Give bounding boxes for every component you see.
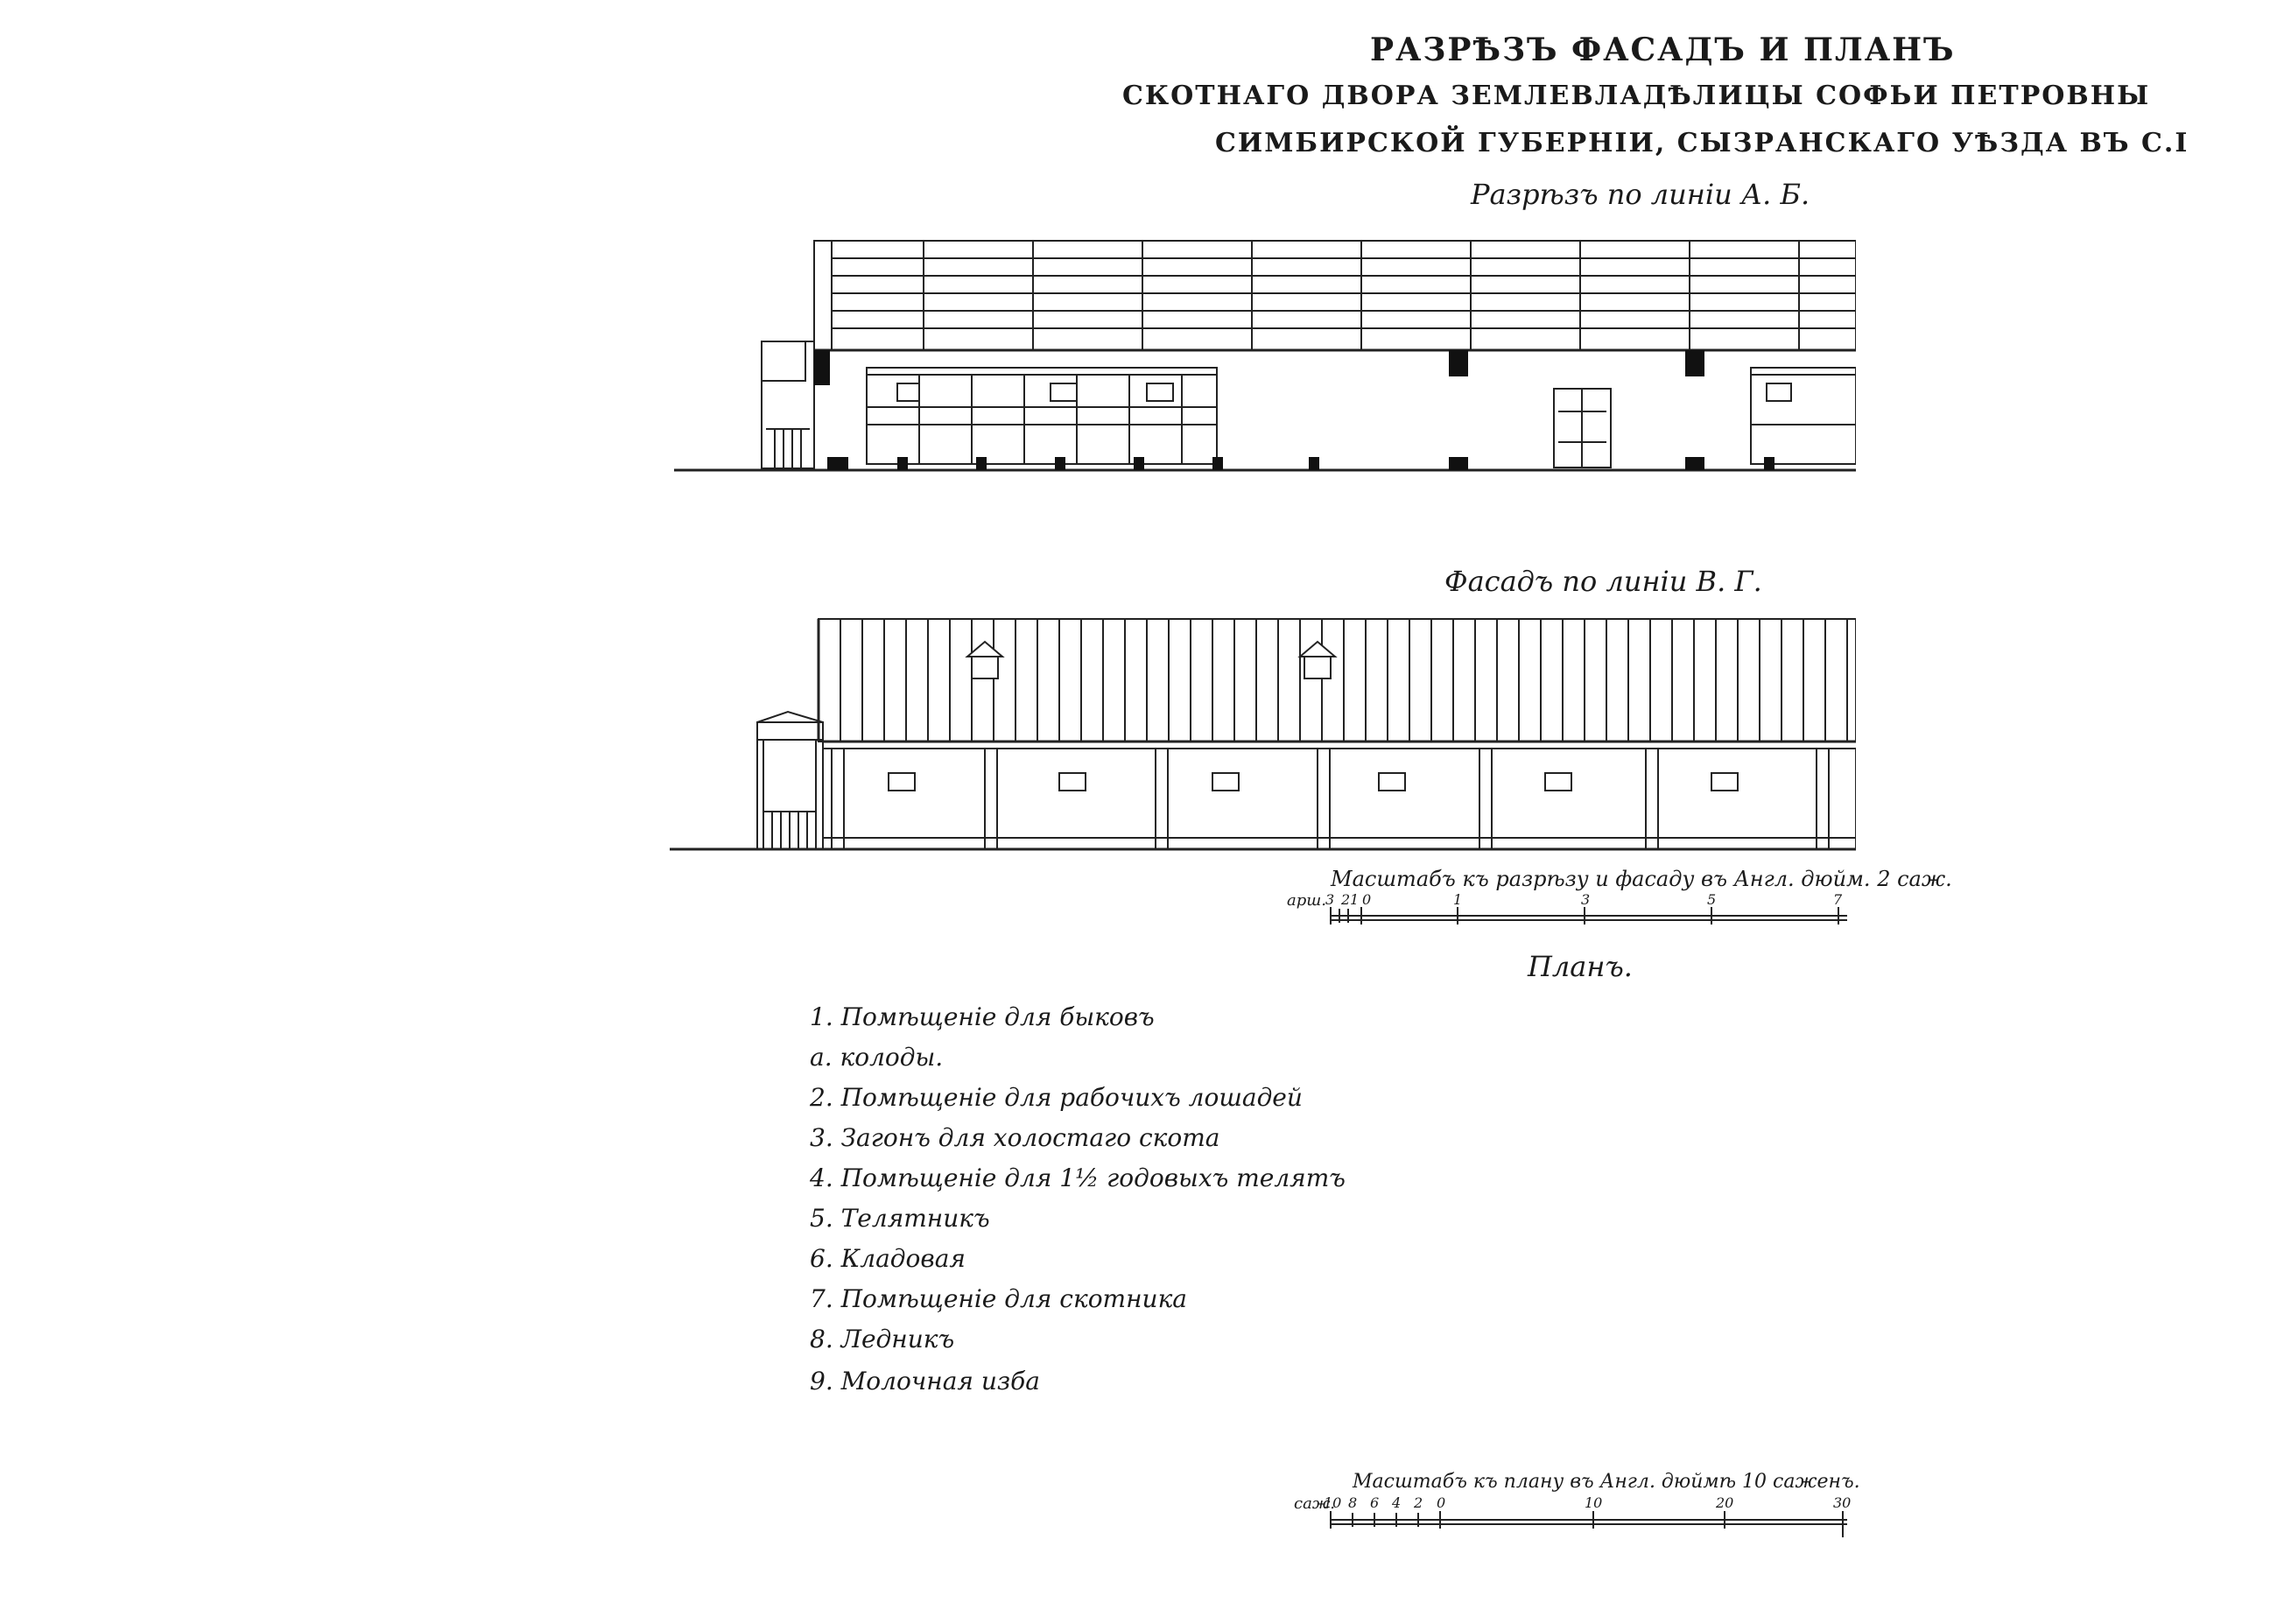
scale1-tick-3: 0 [1362, 891, 1372, 908]
scale2-tick-3: 4 [1392, 1494, 1402, 1511]
scale1-caption: Масштабъ къ разрѣзу и фасаду въ Англ. дю… [1331, 867, 1952, 891]
section-drawing [674, 240, 1856, 472]
legend-item: 8. Ледникъ [810, 1325, 955, 1353]
section-label: Разрѣзъ по линіи А. Б. [1471, 178, 1810, 211]
scale1-tick-1: 2 [1341, 891, 1351, 908]
legend-item: а. колоды. [810, 1043, 944, 1072]
scale1-tick-2: 1 [1350, 891, 1360, 908]
legend-item: 9. Молочная изба [810, 1367, 1040, 1396]
legend-item: 1. Помѣщеніе для быковъ [810, 1002, 1155, 1031]
facade-label: Фасадъ по линіи В. Г. [1444, 565, 1762, 598]
legend-item: 6. Кладовая [810, 1244, 966, 1273]
scale2-bar [1330, 1511, 1847, 1537]
title-line-3: СИМБИРСКОЙ ГУБЕРНІИ, СЫЗРАНСКАГО УѢЗДА В… [1215, 128, 2189, 158]
scale2-unit: саж. [1294, 1494, 1335, 1513]
legend-item: 4. Помѣщеніе для 1½ годовыхъ телятъ [810, 1164, 1346, 1192]
legend-item: 3. Загонъ для холостаго скота [810, 1123, 1220, 1152]
scale2-tick-7: 20 [1716, 1494, 1734, 1511]
scale1-tick-7: 7 [1833, 891, 1843, 908]
facade-drawing [670, 618, 1856, 851]
scale2-tick-2: 6 [1370, 1494, 1380, 1511]
scale2-tick-6: 10 [1585, 1494, 1603, 1511]
scale2-tick-4: 2 [1414, 1494, 1423, 1511]
title-line-1: РАЗРѢЗЪ ФАСАДЪ И ПЛАНЪ [1370, 32, 1956, 68]
scale1-bar [1330, 907, 1847, 924]
scale2-tick-1: 8 [1348, 1494, 1358, 1511]
scale1-tick-5: 3 [1581, 891, 1591, 908]
scale2-tick-8: 30 [1833, 1494, 1852, 1511]
legend-item: 5. Телятникъ [810, 1204, 990, 1233]
title-line-2: СКОТНАГО ДВОРА ЗЕМЛЕВЛАДѢЛИЦЫ СОФЬИ ПЕТР… [1122, 81, 2151, 111]
scale2-tick-0: 10 [1324, 1494, 1342, 1511]
scale2-tick-5: 0 [1437, 1494, 1446, 1511]
scale1-tick-0: 3 [1325, 891, 1335, 908]
legend-item: 7. Помѣщеніе для скотника [810, 1284, 1187, 1313]
plan-label: Планъ. [1528, 950, 1633, 983]
scale1-tick-6: 5 [1707, 891, 1717, 908]
scale1-unit: арш. [1287, 891, 1327, 910]
scale1-tick-4: 1 [1453, 891, 1463, 908]
legend-item: 2. Помѣщеніе для рабочихъ лошадей [810, 1083, 1303, 1112]
scale2-caption: Масштабъ къ плану въ Англ. дюймѣ 10 саже… [1353, 1471, 1860, 1493]
